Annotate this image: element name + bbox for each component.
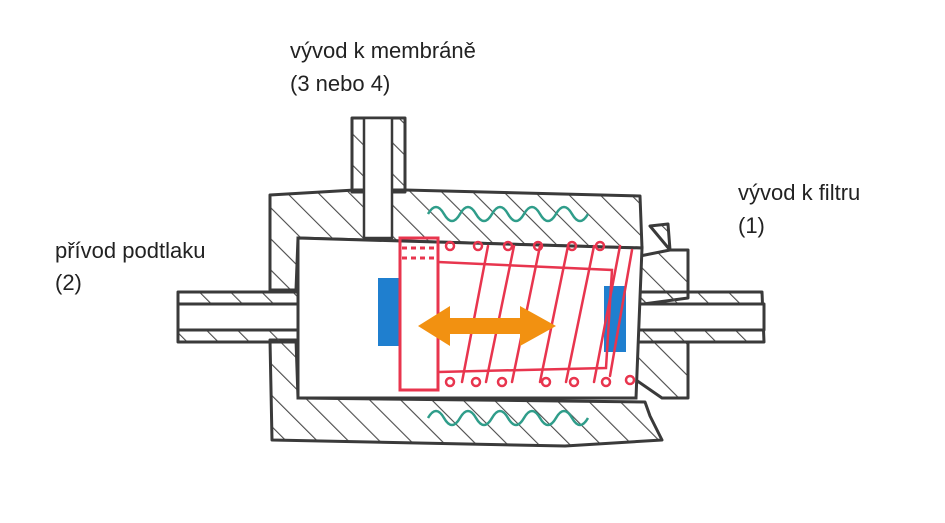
vacuum-inlet-pipe — [176, 290, 305, 344]
membrane-outlet-number: (3 nebo 4) — [290, 71, 390, 96]
housing-right-flange — [632, 222, 690, 400]
double-arrow-icon — [418, 306, 556, 346]
filter-outlet-label: vývod k filtru — [738, 180, 860, 205]
return-spring — [436, 240, 636, 388]
filter-outlet-number: (1) — [738, 213, 765, 238]
vacuum-inlet-label: přívod podtlaku — [55, 238, 205, 263]
label-membrane-outlet: vývod k membráně (3 nebo 4) — [290, 38, 476, 96]
label-filter-outlet: vývod k filtru (1) — [738, 180, 860, 238]
left-valve-seat — [378, 278, 400, 346]
membrane-outlet-label: vývod k membráně — [290, 38, 476, 63]
membrane-outlet-channel — [362, 116, 394, 240]
vacuum-inlet-number: (2) — [55, 270, 82, 295]
label-vacuum-inlet: přívod podtlaku (2) — [55, 238, 205, 295]
solenoid-coil-bottom — [426, 409, 590, 427]
solenoid-coil-top — [426, 205, 590, 223]
filter-outlet-pipe — [618, 290, 766, 344]
